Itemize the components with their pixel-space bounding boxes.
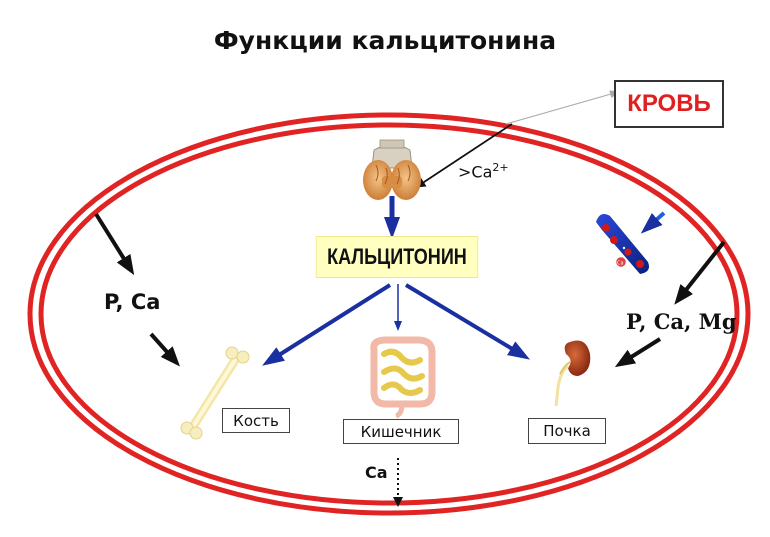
left-ions-label: P, Ca [104, 290, 161, 314]
right-ions-label: P, Ca, Mg [626, 309, 737, 334]
page-title: Функции кальцитонина [213, 26, 557, 55]
calcium-signal-charge: 2+ [492, 161, 509, 174]
blood-label: КРОВЬ [627, 90, 711, 117]
membrane-inner [38, 122, 740, 506]
right-ions-in-arrow [674, 240, 726, 305]
excretion-label: Ca [365, 463, 388, 482]
calcium-signal-label: >Ca2+ [458, 161, 509, 181]
vessel-pointer-arrow [640, 211, 666, 234]
blood-vessel-icon: Ca [596, 214, 649, 274]
kidney-icon [554, 340, 591, 407]
bone-icon [180, 346, 250, 440]
bone-label: Кость [233, 411, 279, 430]
blood-pointer-arrow [505, 90, 620, 125]
blood-label-box: КРОВЬ [614, 80, 724, 128]
intestine-label-box: Кишечник [343, 419, 459, 444]
left-ions-in-arrow [94, 212, 135, 276]
bone-label-box: Кость [222, 408, 290, 433]
kidney-label: Почка [543, 422, 591, 440]
intestine-label: Кишечник [360, 422, 442, 441]
calcitonin-to-kidney-arrow [404, 283, 530, 360]
calcium-signal-text: >Ca [458, 162, 493, 182]
vessel-cell-label: Ca [617, 261, 624, 267]
kidney-label-box: Почка [528, 418, 606, 444]
membrane-outer [27, 112, 751, 516]
thyroid-gland-icon [363, 139, 421, 200]
right-ions-to-kidney-arrow [614, 337, 662, 368]
calcitonin-label: КАЛЬЦИТОНИН [327, 244, 467, 269]
calcitonin-box: КАЛЬЦИТОНИН [315, 236, 479, 278]
left-ions-to-bone-arrow [149, 332, 180, 367]
blood-to-thyroid-arrow [415, 123, 513, 188]
intestine-icon [370, 336, 436, 419]
calcitonin-to-bone-arrow [262, 283, 392, 366]
